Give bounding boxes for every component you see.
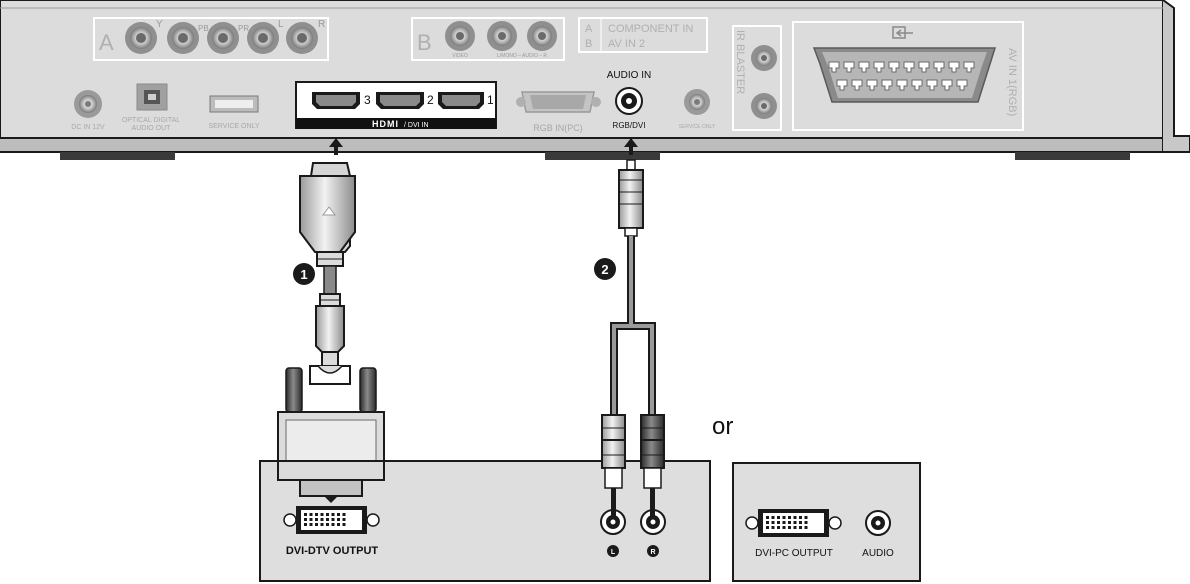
scart-pins [828, 61, 975, 91]
hdmi-port-1 [438, 92, 484, 109]
hdmi-logo: HDMI [372, 119, 399, 129]
step-1-number: 1 [300, 267, 307, 282]
service-only-small-label: SERVICE ONLY [679, 124, 716, 130]
rgb-in-pc-port: RGB IN(PC) [516, 91, 601, 133]
legend-a-letter: A [585, 23, 593, 35]
audio-in-label: AUDIO IN [607, 70, 651, 81]
dc-in-label: DC IN 12V [71, 124, 105, 131]
rgb-dvi-label: RGB/DVI [613, 121, 646, 130]
jack-audio-r [527, 21, 557, 51]
jack-pb [167, 22, 199, 54]
hdmi-port-2-label: 2 [427, 93, 434, 107]
dvi-pc-output-label: DVI-PC OUTPUT [755, 548, 833, 559]
input-arrow-icon [892, 26, 913, 39]
dtv-source-device: DVI-DTV OUTPUT L R [259, 460, 711, 582]
audio-in-port: AUDIO IN RGB/DVI [607, 70, 651, 130]
legend-b-letter: B [585, 38, 592, 50]
jack-r-label: R [650, 549, 655, 556]
group-a-letter: A [99, 30, 114, 55]
tv-back-panel [0, 0, 1190, 160]
legend-a-text: COMPONENT IN [608, 23, 693, 35]
jack-l-label: L [611, 549, 616, 556]
jack-label-pb: PB [198, 24, 209, 33]
ir-blaster-label: IR BLASTER [734, 30, 746, 94]
jack-label-video: VIDEO [452, 53, 468, 59]
ir-jack-top [751, 45, 777, 71]
usb-service-port: SERVICE ONLY [208, 95, 260, 130]
service-only-label: SERVICE ONLY [208, 123, 259, 130]
foot-left [60, 152, 175, 160]
hdmi-port-2 [376, 92, 424, 109]
jack-pr [207, 22, 239, 54]
component-in-group: A Y PB PR L R [93, 17, 329, 61]
av-in-rgb-label: AV IN 1(RGB) [1006, 48, 1018, 116]
ir-jack-bottom [751, 93, 777, 119]
ir-blaster-group: IR BLASTER [732, 25, 782, 131]
hdmi-dvi-cable [277, 162, 385, 503]
jack-label-pr: PR [238, 24, 249, 33]
jack-label-y: Y [156, 19, 163, 30]
foot-right [1015, 152, 1130, 160]
jack-r [286, 22, 318, 54]
hdmi-port-3-label: 3 [364, 93, 371, 107]
pc-source-device: DVI-PC OUTPUT AUDIO [732, 462, 921, 582]
jack-video [445, 21, 475, 51]
jack-audio-l [487, 21, 517, 51]
hdmi-arrow-icon [329, 138, 343, 155]
hdmi-port-3 [312, 92, 360, 109]
pc-audio-label: AUDIO [862, 548, 894, 559]
dvi-pins [304, 513, 346, 526]
hdmi-suffix: / DVI IN [404, 122, 429, 129]
dvi-dtv-output-label: DVI-DTV OUTPUT [286, 545, 379, 557]
audio-jack-r: R [640, 500, 666, 557]
scart-group: AV IN 1(RGB) [792, 21, 1024, 131]
dvi-pc-port [745, 509, 842, 537]
jack-label-audio: L/MONO – AUDIO – R [497, 53, 547, 59]
audio-jack-l: L [600, 500, 626, 557]
dc-in-port: DC IN 12V [71, 90, 105, 131]
pc-audio-jack [865, 510, 891, 536]
optical-label-1: OPTICAL DIGITAL [122, 117, 180, 124]
legend-b-text: AV IN 2 [608, 38, 645, 50]
rgb-in-pc-label: RGB IN(PC) [533, 123, 583, 133]
step-1-badge: 1 [293, 263, 315, 285]
jack-label-r: R [318, 19, 325, 30]
optical-label-2: AUDIO OUT [132, 125, 172, 132]
hdmi-port-1-label: 1 [487, 93, 494, 107]
step-2-badge: 2 [594, 258, 616, 280]
step-2-number: 2 [601, 262, 608, 277]
group-b-letter: B [417, 30, 432, 55]
rca-plugs-overlay [601, 439, 665, 506]
audio-arrow-icon [624, 138, 638, 155]
jack-l [247, 22, 279, 54]
jack-label-l: L [278, 19, 284, 30]
jack-y [125, 22, 157, 54]
foot-center [545, 152, 660, 160]
dvi-pins [766, 516, 808, 529]
hdmi-dvi-in-block: 3 2 1 HDMI / DVI IN [295, 81, 497, 129]
service-only-jack: SERVICE ONLY [679, 89, 716, 130]
optical-port: OPTICAL DIGITAL AUDIO OUT [122, 83, 180, 132]
input-legend: A COMPONENT IN B AV IN 2 [578, 17, 708, 53]
dvi-dtv-port [283, 506, 380, 534]
or-text: or [712, 413, 733, 440]
av-in-2-group: B VIDEO L/MONO – AUDIO – R [411, 17, 565, 61]
